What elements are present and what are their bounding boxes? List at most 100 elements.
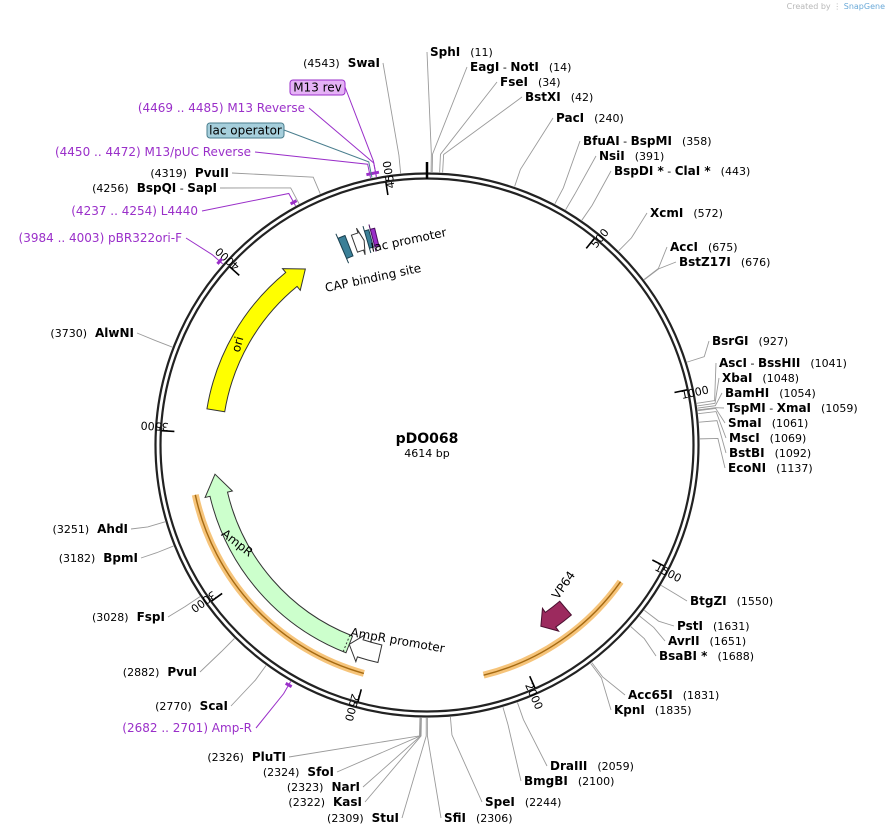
enzyme-name: ScaI	[200, 699, 228, 713]
restriction-site-label[interactable]: DraIII(2059)	[550, 759, 634, 773]
primer-mark	[216, 257, 224, 265]
site-leader	[697, 407, 725, 411]
restriction-site-label[interactable]: AccI(675)	[670, 240, 738, 254]
restriction-site-label[interactable]: XcmI(572)	[650, 206, 723, 220]
site-leader	[449, 716, 483, 803]
site-leader	[230, 665, 267, 707]
restriction-site-label[interactable]: (3730)AlwNI	[50, 326, 134, 340]
restriction-site-label[interactable]: BtgZI(1550)	[690, 594, 773, 608]
site-leader	[698, 411, 727, 439]
restriction-site-label[interactable]: NsiI(391)	[599, 149, 664, 163]
restriction-site-label[interactable]: SpeI(2244)	[485, 795, 561, 809]
restriction-site-label[interactable]: (2770)ScaI	[155, 699, 228, 713]
site-leader	[426, 51, 432, 173]
site-leader	[219, 187, 300, 205]
ampr-highlight-line	[194, 494, 365, 675]
site-leader	[426, 717, 442, 819]
tick-label: 3500	[140, 419, 169, 433]
restriction-site-label[interactable]: BfuAI - BspMI(358)	[583, 134, 712, 148]
enzyme-name: BfuAI	[583, 134, 620, 148]
restriction-site-label[interactable]: Acc65I(1831)	[628, 688, 719, 702]
primer-leader	[255, 681, 292, 729]
restriction-site-label[interactable]: (3028)FspI	[92, 610, 165, 624]
restriction-site-label[interactable]: BsrGI(927)	[712, 334, 788, 348]
restriction-site-label[interactable]: (3182)BpmI	[59, 551, 138, 565]
restriction-site-label[interactable]: EagI - NotI(14)	[470, 60, 571, 74]
restriction-site-label[interactable]: (4256)BspQI - SapI	[92, 181, 217, 195]
site-leader	[591, 662, 626, 696]
enzyme-name: XbaI	[722, 371, 752, 385]
enzyme-name: BtgZI	[690, 594, 727, 608]
restriction-site-label[interactable]: MscI(1069)	[729, 431, 806, 445]
enzyme-name: XmaI	[777, 401, 811, 415]
restriction-site-label[interactable]: (2309)StuI	[327, 811, 399, 825]
enzyme-name: ClaI *	[675, 164, 712, 178]
site-position: (391)	[635, 150, 665, 163]
restriction-site-label[interactable]: BspDI * - ClaI *(443)	[614, 164, 750, 178]
enzyme-name: DraIII	[550, 759, 587, 773]
enzyme-name: XcmI	[650, 206, 683, 220]
feature-box[interactable]	[289, 79, 346, 96]
restriction-site-label[interactable]: PacI(240)	[556, 111, 624, 125]
site-leader	[643, 246, 668, 280]
restriction-site-label[interactable]: BstZ17I(676)	[679, 255, 770, 269]
restriction-site-label[interactable]: AscI - BssHII(1041)	[719, 356, 847, 370]
restriction-site-label[interactable]: BstBI(1092)	[729, 446, 811, 460]
restriction-site-label[interactable]: BamHI(1054)	[725, 386, 816, 400]
restriction-site-label[interactable]: SphI(11)	[430, 45, 493, 59]
restriction-site-label[interactable]: TspMI - XmaI(1059)	[727, 401, 858, 415]
primer-label[interactable]: (3984 .. 4003) pBR322ori-F	[19, 231, 183, 245]
restriction-site-label[interactable]: (3251)AhdI	[53, 522, 128, 536]
restriction-site-label[interactable]: (2322)KasI	[288, 795, 362, 809]
credit-brand: SnapGene	[843, 2, 885, 11]
credit-prefix: Created by	[786, 2, 831, 11]
enzyme-name: EagI	[470, 60, 499, 74]
restriction-site-label[interactable]: BstXI(42)	[525, 90, 593, 104]
feature-box-label: M13 rev	[293, 81, 342, 95]
restriction-site-label[interactable]: (4543)SwaI	[303, 56, 380, 70]
restriction-site-label[interactable]: SfiI(2306)	[444, 811, 513, 825]
site-leader	[565, 155, 597, 211]
plasmid-length: 4614 bp	[404, 447, 449, 460]
restriction-site-label[interactable]: (4319)PvuII	[150, 166, 229, 180]
restriction-site-label[interactable]: BsaBI *(1688)	[659, 649, 754, 663]
restriction-site-label[interactable]: KpnI(1835)	[614, 703, 691, 717]
primer-label[interactable]: (4237 .. 4254) L4440	[71, 204, 198, 218]
snapgene-credit: Created by ⋮ SnapGene	[787, 2, 885, 11]
restriction-site-label[interactable]: FseI(34)	[500, 75, 561, 89]
tick-mark	[229, 266, 240, 276]
site-position: (2322)	[288, 796, 325, 809]
restriction-site-label[interactable]: (2323)NarI	[287, 780, 360, 794]
restriction-site-label[interactable]: PstI(1631)	[677, 619, 750, 633]
site-position: (675)	[708, 241, 738, 254]
restriction-site-label[interactable]: BmgBI(2100)	[524, 774, 614, 788]
primer-label[interactable]: (2682 .. 2701) Amp-R	[122, 721, 252, 735]
restriction-site-label[interactable]: EcoNI(1137)	[728, 461, 813, 475]
feature-box[interactable]	[206, 122, 285, 139]
primer-label[interactable]: (4469 .. 4485) M13 Reverse	[138, 101, 305, 115]
site-position: (2882)	[123, 666, 160, 679]
ampr-feature	[204, 473, 354, 654]
site-leader	[696, 362, 717, 404]
site-leader	[136, 332, 173, 348]
enzyme-name: SapI	[187, 181, 217, 195]
site-position: (3182)	[59, 552, 96, 565]
enzyme-name: BstXI	[525, 90, 561, 104]
label-leaders	[130, 51, 727, 819]
restriction-site-label[interactable]: (2326)PluTI	[207, 750, 286, 764]
restriction-site-label[interactable]: (2324)SfoI	[263, 765, 334, 779]
primer-label[interactable]: (4450 .. 4472) M13/pUC Reverse	[55, 145, 251, 159]
feature-box-label: lac operator	[209, 124, 282, 138]
restriction-site-label[interactable]: AvrII(1651)	[668, 634, 746, 648]
enzyme-name: SphI	[430, 45, 460, 59]
restriction-site-label[interactable]: SmaI(1061)	[728, 416, 808, 430]
restriction-site-label[interactable]: XbaI(1048)	[722, 371, 799, 385]
restriction-site-label[interactable]: (2882)PvuI	[123, 665, 197, 679]
site-position: (2326)	[207, 751, 244, 764]
site-leader	[502, 707, 522, 782]
site-position: (2323)	[287, 781, 324, 794]
m13-feature	[368, 224, 380, 252]
site-position: (676)	[741, 256, 771, 269]
tick-mark	[585, 237, 596, 249]
